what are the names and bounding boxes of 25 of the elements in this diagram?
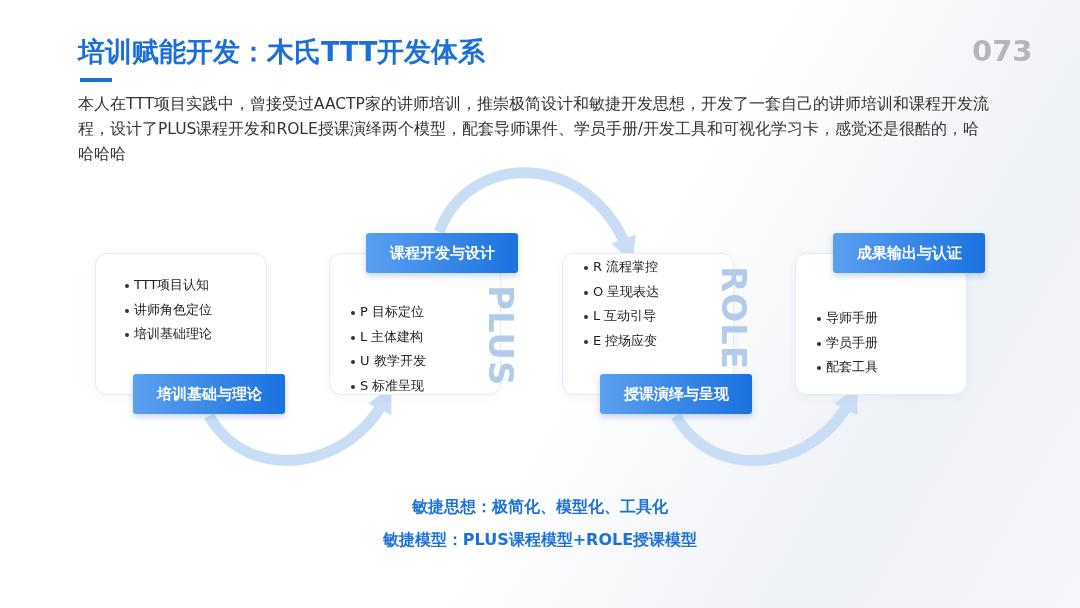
bullet-item: 讲师角色定位: [134, 300, 212, 319]
page-title: 培训赋能开发：木氏TTT开发体系: [78, 35, 486, 69]
bullet-item: L 主体建构: [360, 327, 424, 346]
stage-heading: 培训基础与理论: [133, 374, 285, 414]
vertical-model-letters: ROLE: [714, 266, 754, 370]
page-number: 073: [972, 34, 1033, 68]
summary-text: 敏捷思想：极简化、模型化、工具化: [411, 497, 669, 518]
bullet-item: 配套工具: [826, 358, 878, 376]
stage-heading: 授课演绎与呈现: [600, 374, 752, 414]
bullet-item: L 互动引导: [593, 307, 657, 325]
bullet-item: 导师手册: [826, 309, 878, 327]
summary-text: 敏捷模型：PLUS课程模型+ROLE授课模型: [381, 530, 699, 551]
bullet-item: P 目标定位: [360, 303, 424, 321]
stage-heading: 课程开发与设计: [366, 233, 518, 273]
bullet-item: O 呈现表达: [593, 282, 660, 301]
bullet-item: R 流程掌控: [593, 258, 659, 276]
bullet-item: S 标准呈现: [360, 376, 425, 395]
intro-paragraph: 本人在TTT项目实践中，曾接受过AACTP家的讲师培训，推崇极简设计和敏捷开发思想，开发了一套自己的讲师培训和课程开发流程，设计了PLUS课程开发和ROLE授课演绎两个模型，配套导师课件、学员手册/开发工具和可视化学习卡，感觉还是很酷的，哈哈哈哈: [78, 94, 990, 165]
bullet-item: 培训基础理论: [134, 325, 212, 343]
vertical-model-letters: PLUS: [481, 285, 521, 387]
stage-heading: 成果输出与认证: [833, 233, 985, 273]
bullet-item: 学员手册: [826, 333, 878, 352]
bullet-item: TTT项目认知: [134, 276, 210, 294]
bullet-item: U 教学开发: [360, 352, 426, 370]
bullet-item: E 控场应变: [593, 331, 658, 350]
